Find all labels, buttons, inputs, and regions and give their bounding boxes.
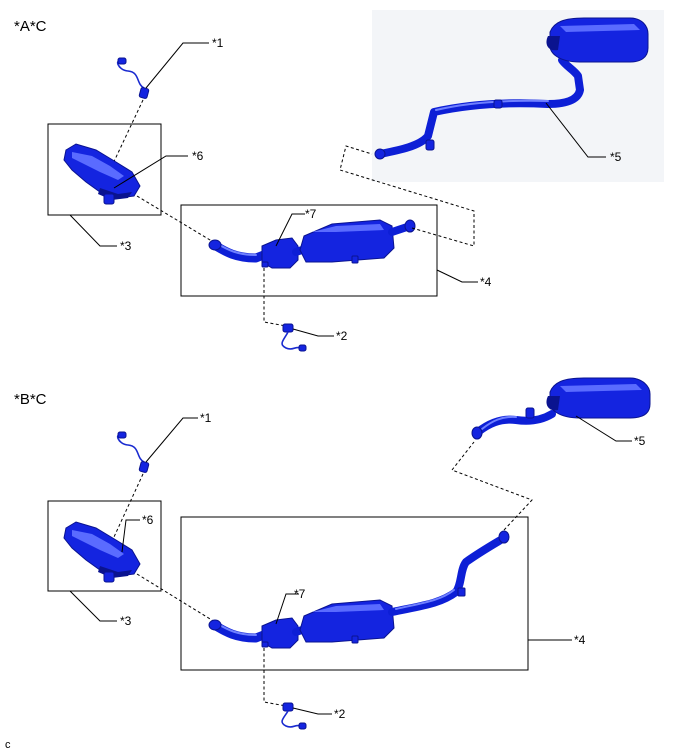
section-b-tail-pipe-muffler [471,377,651,440]
section-b-callout-5: *5 [634,434,646,448]
section-b-box-4 [180,516,529,671]
section-a-callout-6: *6 [192,149,204,163]
section-a-callout-7: *7 [305,207,317,221]
section-a-callout-3: *3 [120,239,132,253]
section-a-leader-2 [292,328,334,337]
section-b-dash-sensor2 [263,648,287,707]
section-b-leader-6 [121,519,140,553]
section-b-leader-3 [69,590,117,622]
section-b-callout-2: *2 [334,707,346,721]
section-b-dash-center [451,441,533,531]
section-b-callout-3: *3 [120,614,132,628]
section-a-callout-4: *4 [480,275,492,289]
section-a-callout-5: *5 [610,150,622,164]
section-a-tail-pipe-muffler [374,17,649,160]
section-b-dash-sensor1 [107,473,144,551]
section-b-callout-4: *4 [574,633,586,647]
footer-code: c [5,739,11,751]
section-a: *A*C *1 *6 *3 [14,10,664,352]
section-b-front-pipe-assembly [208,530,510,649]
section-b-leader-1 [145,417,198,463]
section-a-leader-1 [145,42,209,89]
section-b-leader-5 [575,415,632,442]
section-a-leader-7 [275,213,305,247]
section-a-leader-6 [113,155,188,189]
section-a-dash-manifold [136,195,216,244]
section-a-dash-sensor1 [109,99,144,171]
section-b: *B*C *1 *6 *3 [14,377,651,730]
section-b-box-3 [47,500,162,592]
section-b-leader-7 [275,593,299,625]
section-b-oxygen-sensor-upper [116,431,150,473]
section-a-callout-2: *2 [336,329,348,343]
section-b-callout-7: *7 [294,587,306,601]
section-a-box-3 [47,123,162,216]
section-a-label: *A*C [14,18,47,35]
section-b-callout-6: *6 [142,513,154,527]
section-a-front-pipe-assembly [208,219,416,269]
section-a-leader-4 [436,269,478,283]
section-a-oxygen-sensor-lower [281,323,307,352]
section-a-dash-sensor2 [263,268,287,327]
section-a-oxygen-sensor-upper [116,57,150,99]
section-a-exhaust-manifold [63,143,141,205]
section-a-callout-1: *1 [212,36,224,50]
section-a-box-4 [180,204,438,297]
section-b-leader-2 [292,707,332,715]
section-b-dash-manifold [136,573,216,623]
section-a-leader-3 [69,214,117,247]
section-a-leader-5 [545,102,606,158]
section-b-label: *B*C [14,391,47,408]
section-b-exhaust-manifold [63,521,141,583]
section-b-oxygen-sensor-lower [281,702,307,730]
section-b-callout-1: *1 [200,411,212,425]
